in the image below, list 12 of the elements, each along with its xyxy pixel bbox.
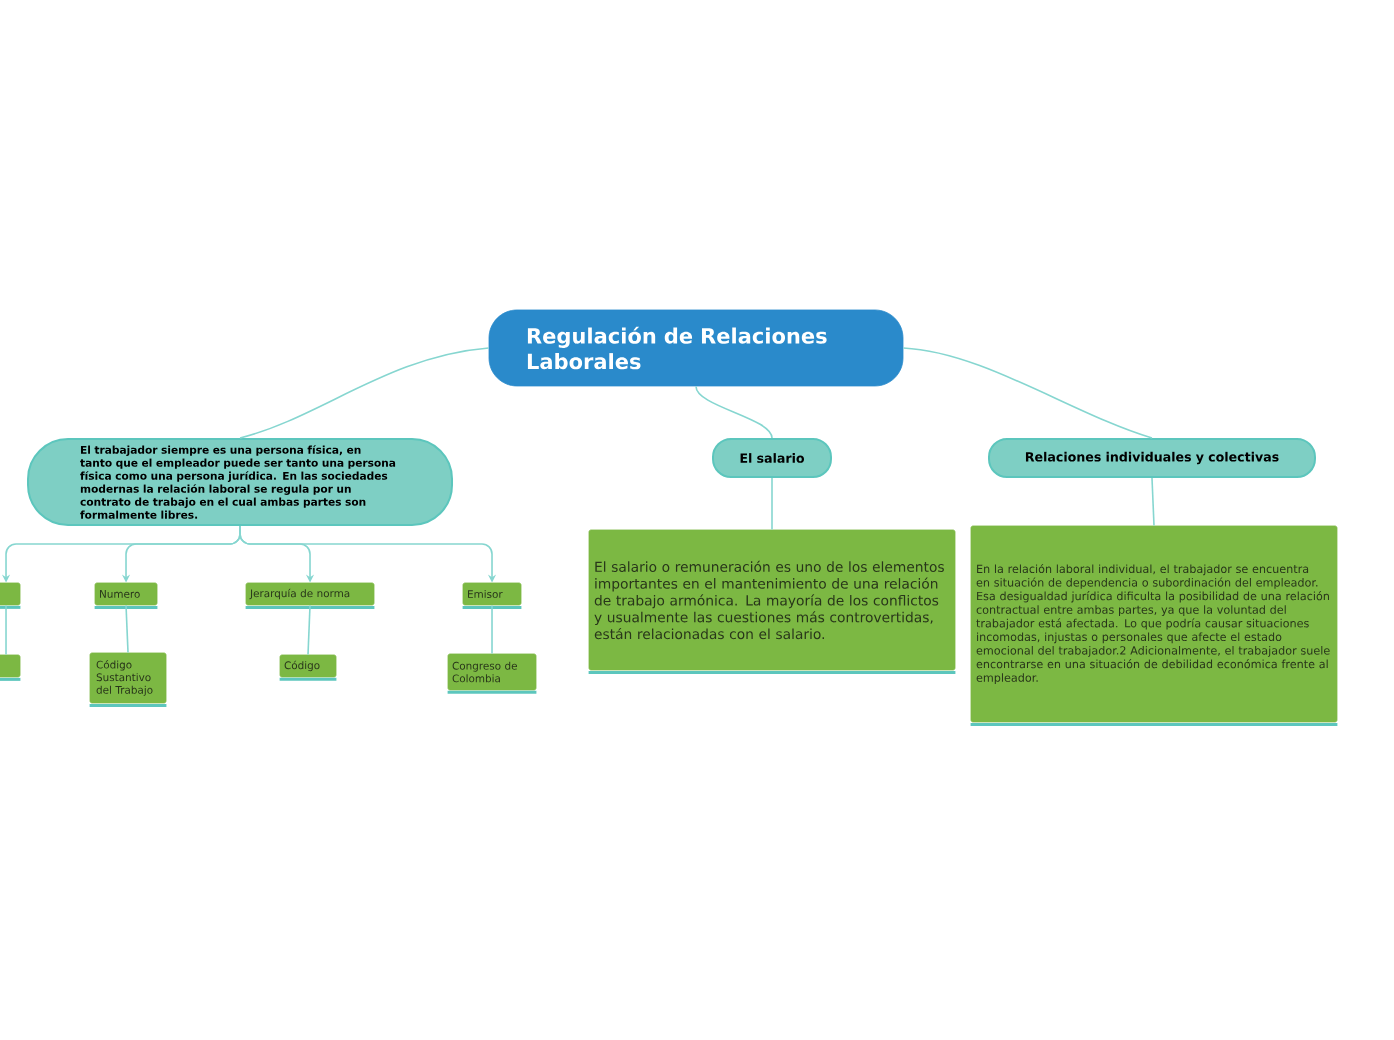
root-topic-box: Regulación de Relaciones Laborales	[488, 309, 904, 387]
connector	[771, 477, 773, 531]
connector	[125, 604, 129, 654]
empty-box	[0, 582, 21, 609]
connector	[902, 347, 1153, 439]
connector	[5, 604, 7, 656]
connector	[239, 347, 490, 439]
connector	[307, 604, 311, 656]
connector	[1151, 477, 1155, 527]
connector	[491, 604, 493, 655]
connector	[695, 385, 773, 439]
empty-box	[0, 654, 21, 681]
